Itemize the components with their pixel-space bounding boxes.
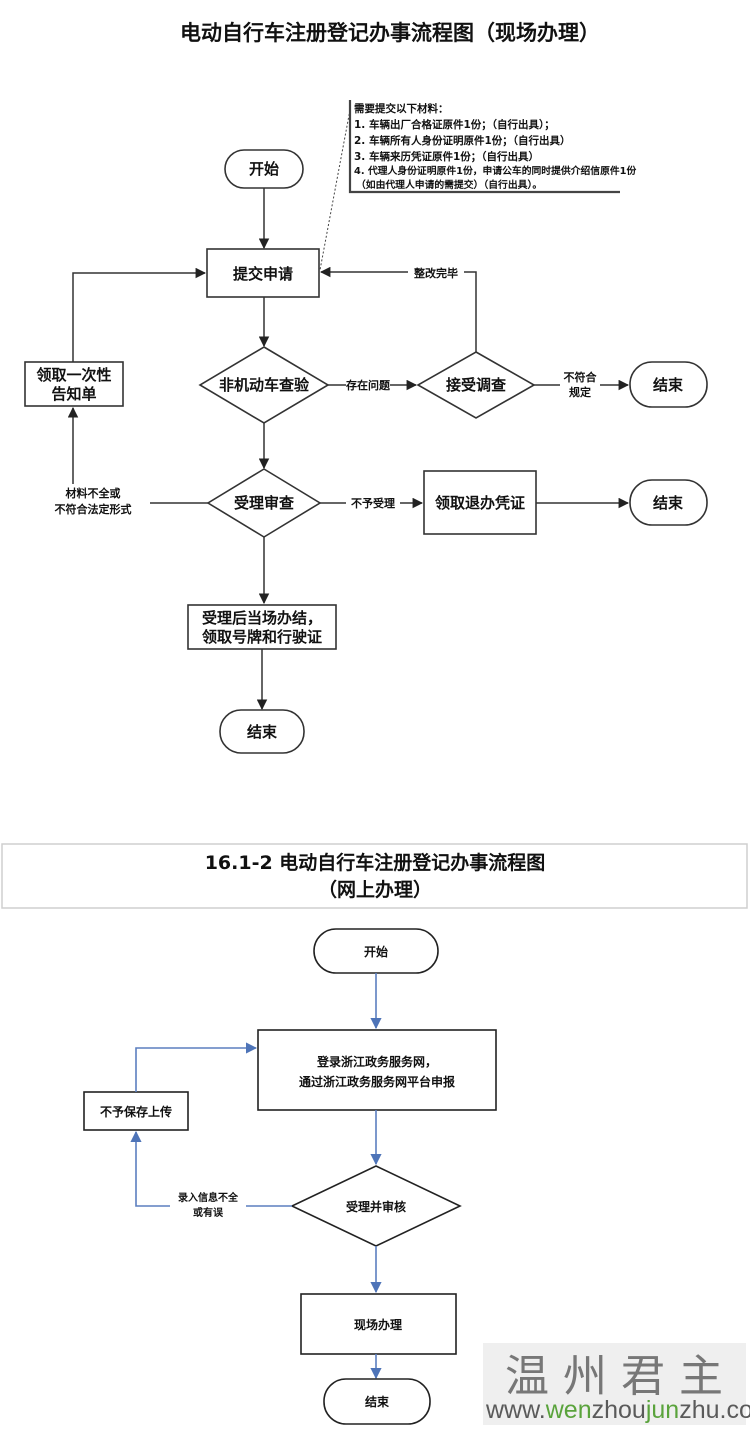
svg-text:受理后当场办结，: 受理后当场办结， — [202, 609, 322, 627]
flow2-subtitle: （网上办理） — [318, 878, 432, 901]
flow1-inspect-decision: 非机动车查验 — [198, 346, 330, 424]
svg-text:提交申请: 提交申请 — [233, 265, 293, 283]
svg-text:受理审查: 受理审查 — [234, 494, 295, 512]
svg-text:开始: 开始 — [249, 160, 279, 178]
flow2-login-node: 登录浙江政务服务网， 通过浙江政务服务网平台申报 — [257, 1029, 497, 1111]
materials-note: 需要提交以下材料： 1. 车辆出厂合格证原件1份；（自行出具）； 2. 车辆所有… — [319, 100, 637, 271]
watermark-cn: 温州君主 — [505, 1351, 737, 1402]
flow2-end-node: 结束 — [323, 1378, 431, 1425]
flow2-title: 16.1-2 电动自行车注册登记办事流程图 — [205, 851, 546, 874]
watermark: 温州君主 www.wenzhoujunzhu.com — [483, 1343, 750, 1425]
materials-note-item: 3. 车辆来历凭证原件1份；（自行出具） — [354, 150, 539, 163]
note-connector — [319, 109, 351, 271]
arrow-notsaved-to-login — [135, 1042, 258, 1092]
watermark-url: www.wenzhoujunzhu.com — [485, 1396, 750, 1424]
flow2-title-box: 16.1-2 电动自行车注册登记办事流程图 （网上办理） — [1, 843, 748, 909]
svg-text:受理并审核: 受理并审核 — [346, 1199, 406, 1214]
materials-note-item: （如由代理人申请的需提交）（自行出具）。 — [356, 178, 542, 191]
edge-label-rejected: 不予受理 — [351, 496, 395, 510]
arrow-investigate-to-submit — [319, 266, 477, 352]
svg-text:登录浙江政务服务网，: 登录浙江政务服务网， — [316, 1054, 437, 1069]
flow1-investigate-decision: 接受调查 — [416, 351, 536, 419]
svg-text:告知单: 告知单 — [51, 385, 96, 403]
svg-text:非机动车查验: 非机动车查验 — [219, 376, 310, 394]
svg-text:结束: 结束 — [653, 494, 684, 512]
svg-text:结束: 结束 — [653, 376, 684, 394]
svg-text:不予保存上传: 不予保存上传 — [100, 1104, 172, 1119]
svg-text:结束: 结束 — [247, 723, 278, 741]
edge-label-incomplete: 材料不全或 — [66, 486, 121, 500]
svg-text:开始: 开始 — [364, 944, 388, 959]
flow1-submit-node: 提交申请 — [206, 248, 320, 298]
flow1-end-node: 结束 — [629, 479, 708, 526]
materials-note-item: 2. 车辆所有人身份证明原件1份；（自行出具） — [354, 134, 571, 147]
materials-note-item: 1. 车辆出厂合格证原件1份；（自行出具）； — [354, 118, 555, 131]
arrow-notice-to-submit — [72, 267, 207, 362]
svg-text:领取退办凭证: 领取退办凭证 — [434, 494, 525, 512]
flow1-title: 电动自行车注册登记办事流程图（现场办理） — [180, 21, 600, 45]
edge-label-incomplete: 或有误 — [193, 1206, 224, 1219]
flow1-refund-node: 领取退办凭证 — [423, 470, 537, 535]
materials-note-item: 4. 代理人身份证明原件1份，申请公车的同时提供介绍信原件1份 — [354, 164, 637, 177]
flow1-start-node: 开始 — [224, 149, 304, 189]
edge-label-rectified: 整改完毕 — [413, 266, 458, 280]
flow1-end-node: 结束 — [629, 361, 708, 408]
flow1-notice-node: 领取一次性 告知单 — [24, 361, 124, 407]
flow2-review-decision: 受理并审核 — [290, 1165, 462, 1247]
edge-label-noncompliant: 不符合 — [564, 370, 598, 384]
flow1-review-decision: 受理审查 — [206, 468, 322, 538]
flow1-done-node: 受理后当场办结， 领取号牌和行驶证 — [187, 604, 337, 650]
edge-label-incomplete: 不符合法定形式 — [55, 502, 132, 516]
edge-label-incomplete: 录入信息不全 — [178, 1191, 239, 1204]
edge-label-problem: 存在问题 — [346, 378, 391, 392]
flow1-end-node: 结束 — [219, 709, 305, 754]
svg-text:领取号牌和行驶证: 领取号牌和行驶证 — [201, 628, 322, 646]
svg-text:结束: 结束 — [365, 1394, 390, 1409]
edge-label-noncompliant: 规定 — [569, 385, 591, 399]
svg-text:接受调查: 接受调查 — [446, 376, 507, 394]
flow2-start-node: 开始 — [313, 928, 439, 974]
materials-note-heading: 需要提交以下材料： — [354, 102, 449, 115]
svg-text:领取一次性: 领取一次性 — [35, 366, 111, 384]
svg-text:现场办理: 现场办理 — [354, 1317, 402, 1332]
flow2-onsite-node: 现场办理 — [300, 1293, 457, 1355]
flow2-not-saved-node: 不予保存上传 — [83, 1091, 189, 1131]
svg-text:通过浙江政务服务网平台申报: 通过浙江政务服务网平台申报 — [299, 1074, 455, 1089]
